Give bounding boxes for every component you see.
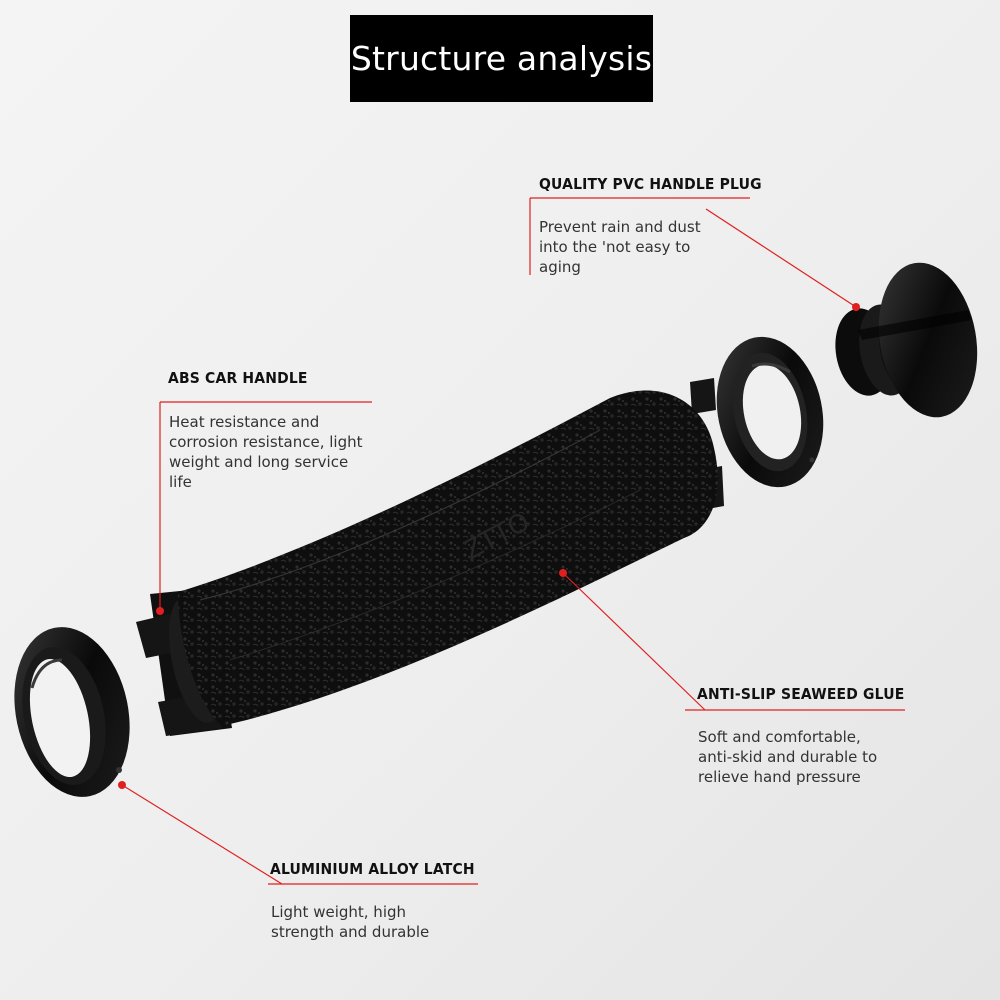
callout-text-plug: Prevent rain and dust into the 'not easy… xyxy=(539,218,701,276)
callout-heading-plug: QUALITY PVC HANDLE PLUG xyxy=(539,175,762,193)
aluminium-alloy-latch-left xyxy=(14,627,130,797)
leader-latch-diagonal xyxy=(121,784,283,885)
anti-slip-grip-body: ZTTO xyxy=(178,390,718,726)
pvc-handle-plug xyxy=(835,262,978,418)
leader-plug-diagonal xyxy=(705,208,857,308)
callout-text-latch: Light weight, high strength and durable xyxy=(271,903,430,941)
title-banner: Structure analysis xyxy=(350,15,653,102)
leader-dot-glue xyxy=(559,569,567,577)
leader-dot-abs xyxy=(156,607,164,615)
callout-heading-latch: ALUMINIUM ALLOY LATCH xyxy=(270,860,475,878)
callout-text-abs: Heat resistance and corrosion resistance… xyxy=(169,413,363,491)
page-title: Structure analysis xyxy=(350,39,653,78)
leader-glue-diagonal xyxy=(562,572,706,711)
leader-dot-latch xyxy=(118,781,126,789)
callout-heading-abs: ABS CAR HANDLE xyxy=(168,369,308,387)
callout-leaders xyxy=(121,197,905,885)
leader-dot-plug xyxy=(852,303,860,311)
callout-text-glue: Soft and comfortable, anti-skid and dura… xyxy=(698,728,878,786)
aluminium-alloy-latch-right xyxy=(716,336,824,488)
callout-heading-glue: ANTI-SLIP SEAWEED GLUE xyxy=(697,685,905,703)
